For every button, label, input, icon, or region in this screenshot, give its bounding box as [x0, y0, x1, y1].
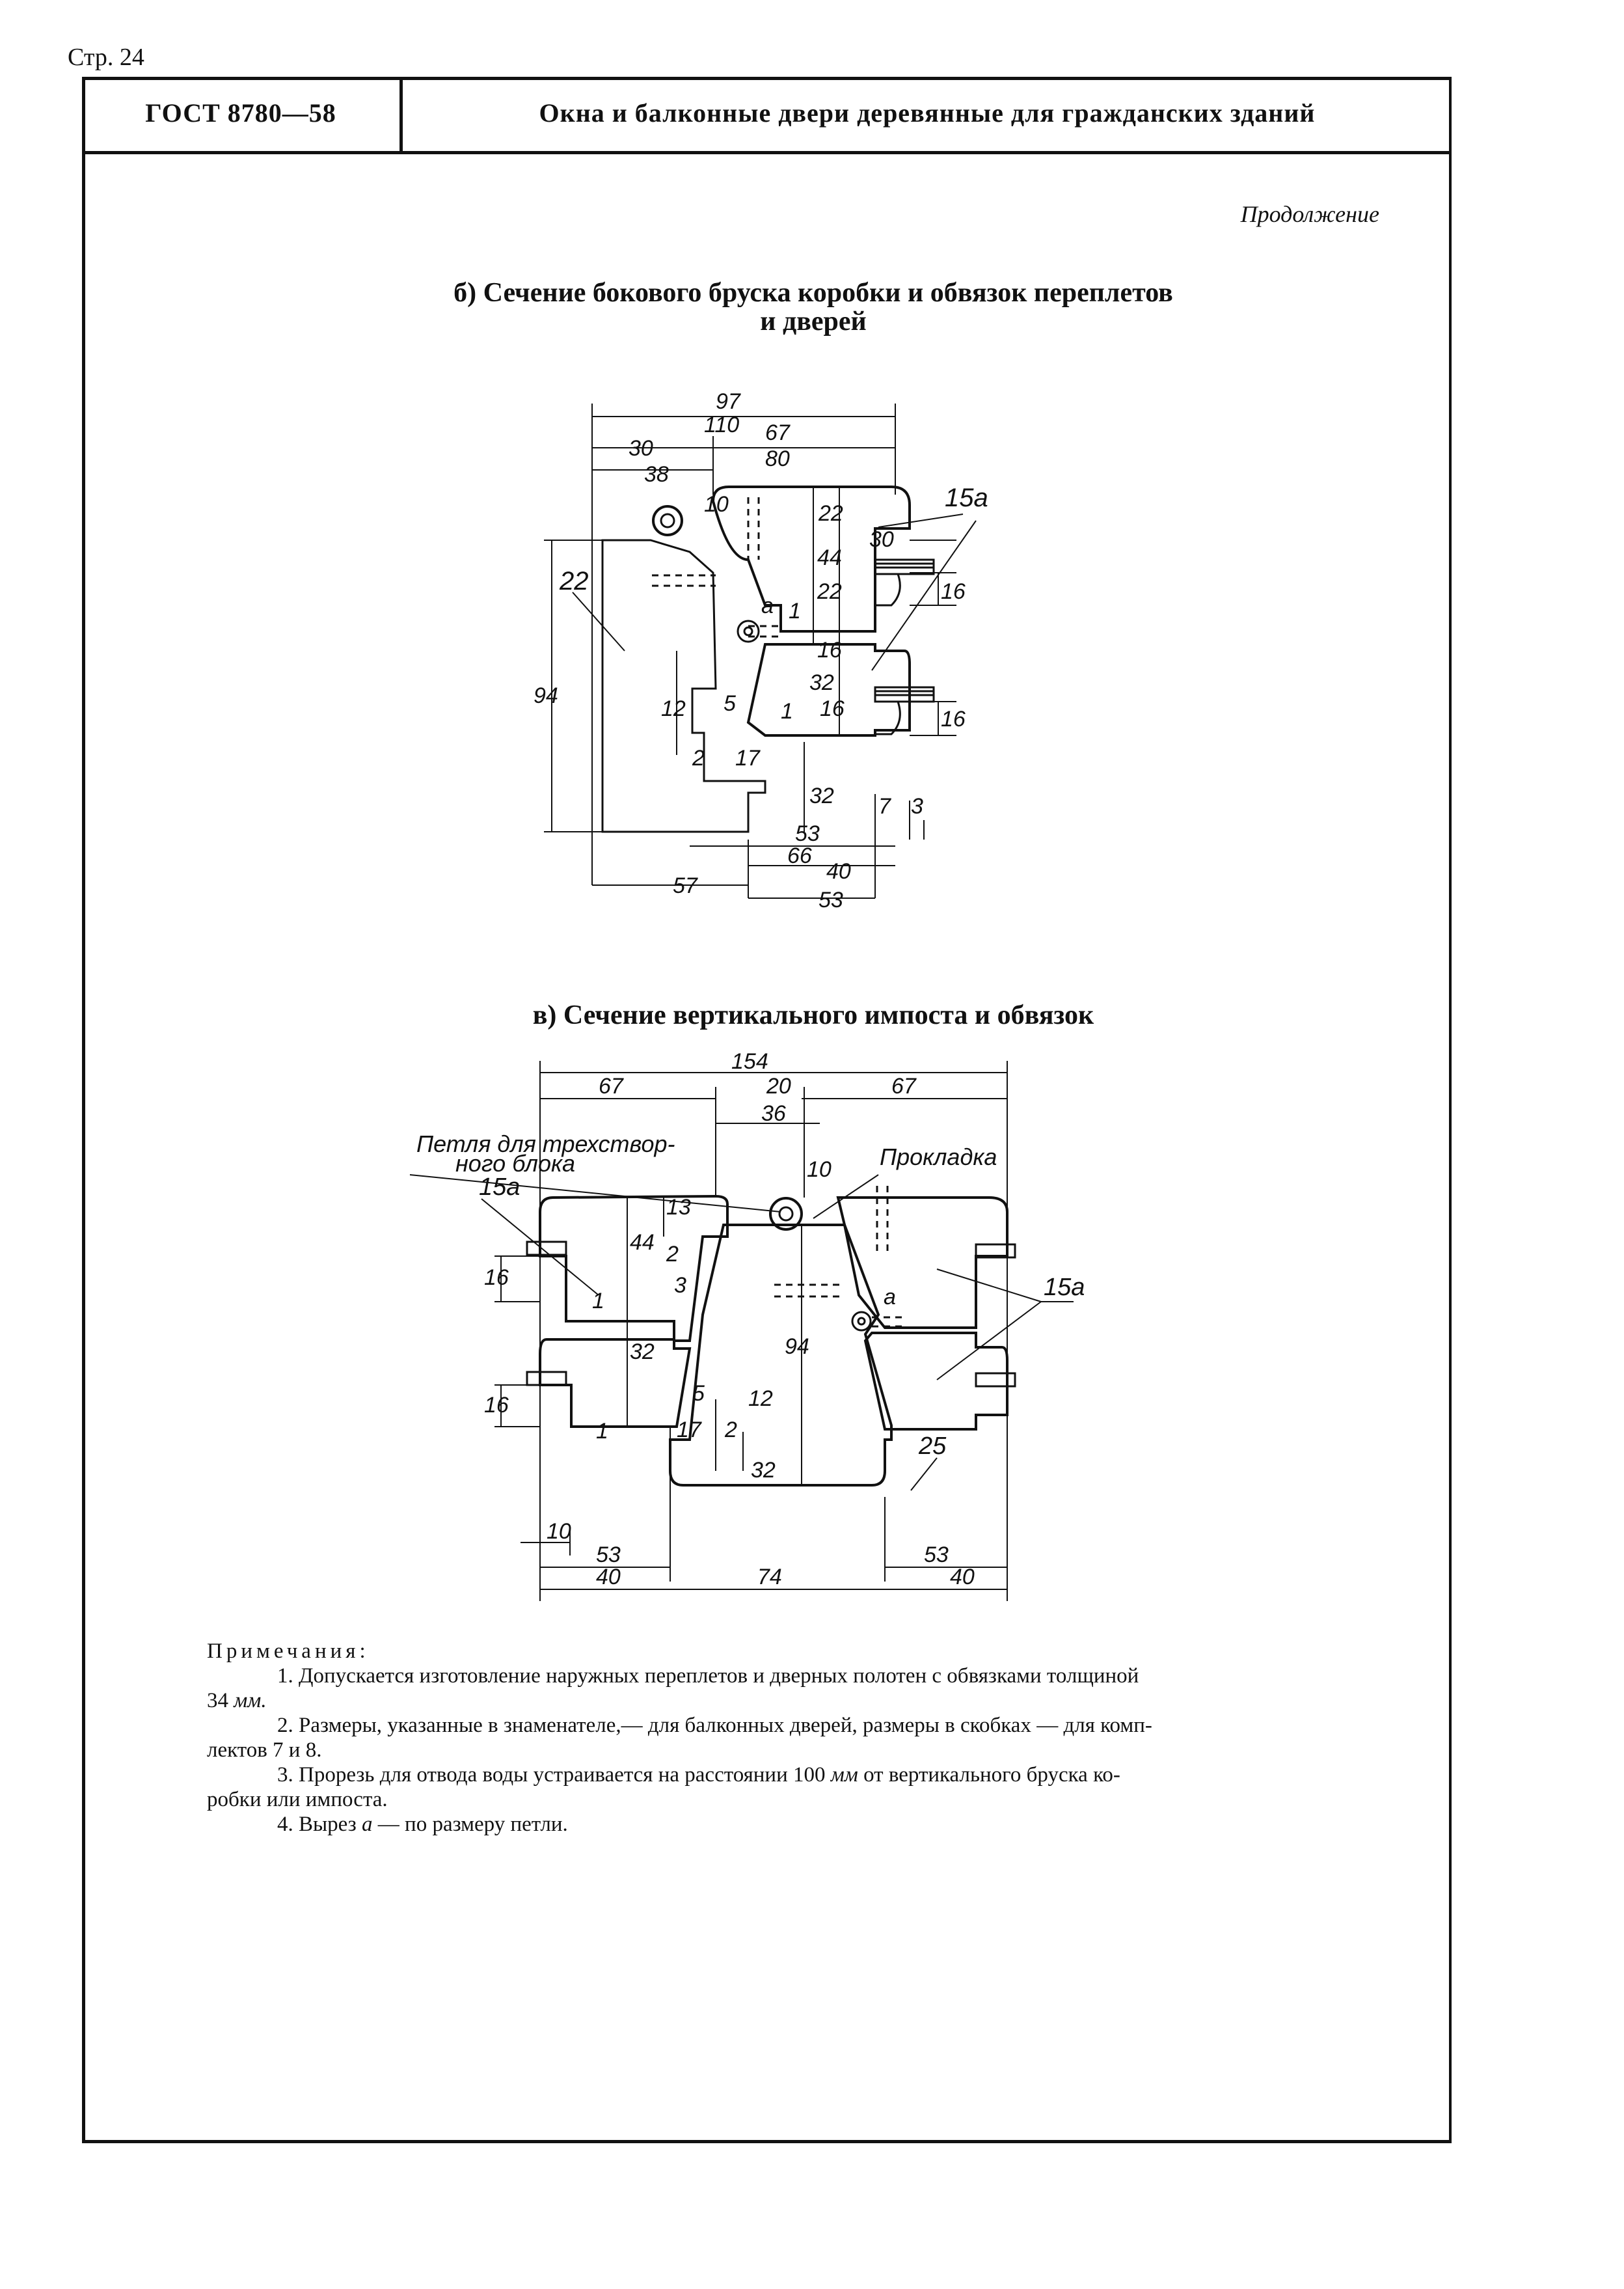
dim-3: 3 — [911, 794, 923, 819]
note-3-text: 3. Прорезь для отвода воды устраивается … — [277, 1763, 826, 1787]
dim-74: 74 — [757, 1565, 782, 1589]
hinge-label-line2: ного блока — [455, 1150, 575, 1177]
dim-1-a: 1 — [592, 1289, 604, 1313]
dim-7: 7 — [878, 794, 891, 819]
dim-67-left: 67 — [599, 1074, 624, 1099]
dim-10-bottom: 10 — [547, 1519, 571, 1544]
notes-block: Примечания: 1. Допускается изготовление … — [207, 1639, 1417, 1837]
dim-53-right: 53 — [924, 1542, 949, 1567]
hinge-label-line1: Петля для трехствор- — [416, 1131, 675, 1157]
note-3-cont: робки или импоста. — [207, 1788, 388, 1811]
dim-5: 5 — [692, 1381, 705, 1406]
dim-44: 44 — [630, 1230, 655, 1255]
page-number: Стр. 24 — [68, 44, 144, 71]
dim-2-b: 2 — [724, 1418, 737, 1442]
dim-12: 12 — [661, 696, 686, 721]
dim-3: 3 — [674, 1273, 686, 1298]
dim-16r2: 16 — [941, 707, 966, 732]
ref-15a-right: 15а — [1044, 1274, 1085, 1301]
ref-15a: 15а — [945, 484, 988, 512]
note-4-text: 4. Вырез — [277, 1813, 357, 1836]
dim-44: 44 — [817, 545, 842, 570]
note-4-text-b: — по размеру петли. — [377, 1813, 568, 1836]
dim-110: 110 — [704, 413, 739, 437]
notes-heading: Примечания: — [207, 1639, 370, 1663]
document-title: Окна и балконные двери деревянные для гр… — [539, 98, 1316, 128]
page-frame — [82, 77, 1452, 2143]
ref-25: 25 — [918, 1432, 947, 1460]
dim-16r1: 16 — [941, 579, 966, 604]
dim-22b: 22 — [817, 579, 842, 604]
dim-2: 2 — [692, 746, 705, 771]
dim-66: 66 — [787, 843, 812, 868]
dim-16a: 16 — [817, 638, 842, 663]
note-1-unit: мм. — [234, 1689, 267, 1712]
dim-17: 17 — [735, 746, 761, 771]
dim-154: 154 — [731, 1049, 768, 1074]
note-1: 1. Допускается изготовление наружных пер… — [207, 1664, 1417, 1688]
cutout-a-label-v: а — [884, 1285, 896, 1309]
dim-17: 17 — [677, 1418, 702, 1442]
dim-30: 30 — [629, 436, 653, 461]
dim-40: 40 — [826, 859, 851, 884]
section-v-title: в) Сечение вертикального импоста и обвяз… — [532, 1000, 1094, 1030]
dim-94: 94 — [785, 1334, 809, 1359]
dim-36: 36 — [761, 1101, 786, 1126]
dim-40-left: 40 — [596, 1565, 621, 1589]
dim-53a: 53 — [795, 821, 820, 846]
dim-40-right: 40 — [950, 1565, 975, 1589]
continuation-label: Продолжение — [1240, 201, 1379, 227]
dim-12: 12 — [748, 1386, 773, 1411]
note-4-letter: а — [362, 1813, 373, 1836]
note-3-unit: мм — [830, 1763, 858, 1787]
dim-32-b: 32 — [751, 1458, 776, 1483]
dim-67: 67 — [765, 420, 791, 445]
dim-30r: 30 — [869, 527, 894, 552]
dim-13: 13 — [666, 1195, 691, 1220]
dim-67-right: 67 — [891, 1074, 917, 1099]
dim-94: 94 — [534, 683, 558, 708]
dim-16-b: 16 — [484, 1393, 509, 1418]
note-1-text: 1. Допускается изготовление наружных пер… — [277, 1664, 1139, 1688]
section-v-drawing: 154 67 20 36 67 10 13 44 2 3 16 1 32 94 … — [409, 1049, 1085, 1601]
dim-53b: 53 — [819, 888, 843, 912]
dim-20: 20 — [766, 1074, 791, 1099]
section-b-drawing: 97 110 67 80 30 38 10 22 44 22 1 16 30 1… — [534, 389, 988, 912]
dim-80: 80 — [765, 446, 790, 471]
dim-22: 22 — [818, 501, 843, 526]
dim-16b: 16 — [820, 696, 845, 721]
dim-10-top: 10 — [807, 1157, 832, 1182]
dim-57: 57 — [673, 873, 698, 898]
dim-1-b: 1 — [596, 1419, 608, 1444]
dim-16-a: 16 — [484, 1265, 509, 1290]
dim-32b: 32 — [809, 784, 834, 808]
dim-1b: 1 — [781, 699, 793, 724]
ref-15a-left: 15а — [479, 1173, 520, 1201]
standard-code: ГОСТ 8780—58 — [145, 98, 336, 128]
note-2-cont: лектов 7 и 8. — [207, 1738, 322, 1762]
header-divider — [399, 77, 403, 154]
header-rule — [82, 151, 1452, 154]
note-1-cont: 34 мм. — [207, 1688, 1417, 1713]
dim-5: 5 — [724, 691, 736, 716]
dim-38: 38 — [644, 462, 669, 487]
section-b-title: б) Сечение бокового бруска коробки и обв… — [453, 278, 1173, 308]
note-2: 2. Размеры, указанные в знаменателе,— дл… — [277, 1714, 1152, 1737]
dim-32: 32 — [630, 1339, 655, 1364]
section-b-title-line2: и дверей — [760, 307, 867, 336]
gasket-label: Прокладка — [880, 1144, 997, 1170]
dim-53-left: 53 — [596, 1542, 621, 1567]
note-3: 3. Прорезь для отвода воды устраивается … — [207, 1762, 1417, 1787]
ref-22: 22 — [559, 567, 589, 596]
dim-97: 97 — [716, 389, 741, 414]
note-4: 4. Вырез а — по размеру петли. — [207, 1812, 1417, 1837]
dim-32a: 32 — [809, 670, 834, 695]
note-3-text-b: от вертикального бруска ко- — [863, 1763, 1120, 1787]
note-1-value: 34 — [207, 1689, 228, 1712]
dim-10: 10 — [704, 492, 729, 517]
cutout-a-label: а — [761, 594, 774, 618]
dim-1: 1 — [789, 599, 801, 624]
dim-2: 2 — [666, 1242, 679, 1267]
